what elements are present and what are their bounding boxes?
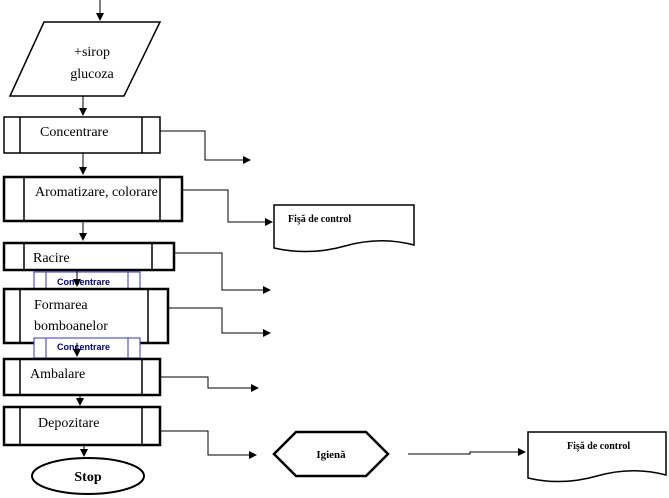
input-parallelogram: [8, 21, 162, 97]
overlay-concentrare-2: Concentrare: [33, 337, 141, 359]
hexagon-igiena: Igienă: [272, 430, 390, 478]
side-arrow-ambalare: [160, 376, 259, 392]
process-formarea: Formarea bomboanelor: [2, 287, 170, 345]
side-arrow-formarea: [168, 307, 271, 337]
process-aromatizare-label: Aromatizare, colorare: [35, 185, 158, 200]
overlay-concentrare-1-label: Concentrare: [57, 277, 110, 287]
process-concentrare-label: Concentrare: [40, 125, 108, 140]
hexagon-igiena-label: Igienă: [316, 449, 346, 461]
document-fisa-control-1: Fişă de control: [273, 204, 415, 253]
document-1-label: Fişă de control: [288, 214, 351, 225]
document-2-label: Fişă de control: [567, 441, 630, 452]
side-arrow-concentrare: [160, 130, 251, 164]
process-ambalare: Ambalare: [2, 357, 162, 397]
side-arrow-racire: [174, 252, 271, 294]
process-racire-label: Racire: [33, 251, 70, 266]
terminal-stop-label: Stop: [74, 470, 101, 485]
process-depozitare: Depozitare: [2, 405, 162, 447]
process-depozitare-label: Depozitare: [38, 416, 99, 431]
side-arrow-igiena: [408, 448, 526, 456]
process-formarea-label-line1: Formarea: [34, 298, 88, 313]
document-fisa-control-2: Fişă de control: [527, 431, 667, 483]
side-arrow-depozitare: [160, 430, 257, 459]
input-label-line2: glucoza: [70, 67, 114, 82]
terminal-stop: Stop: [31, 457, 145, 495]
overlay-concentrare-2-label: Concentrare: [57, 342, 110, 352]
side-arrow-aromatizare: [182, 189, 273, 226]
input-label-line1: +sirop: [74, 45, 110, 60]
process-aromatizare: Aromatizare, colorare: [2, 175, 184, 223]
process-concentrare: Concentrare: [3, 116, 161, 154]
process-racire: Racire: [2, 241, 176, 272]
process-ambalare-label: Ambalare: [30, 367, 85, 382]
process-formarea-label-line2: bomboanelor: [34, 319, 108, 334]
